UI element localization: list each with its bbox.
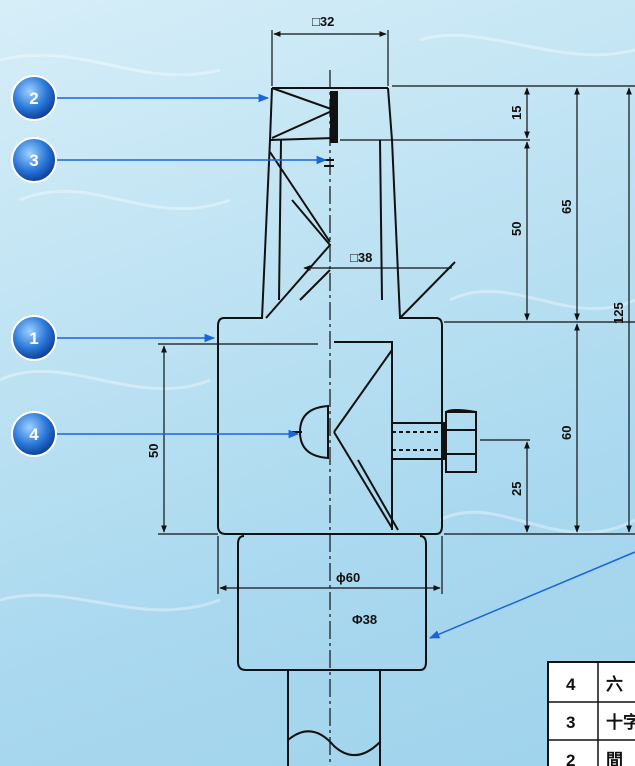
dim-dia-38: Φ38 [352, 612, 377, 627]
callout-3-number: 3 [29, 151, 38, 170]
callout-leaders [56, 93, 635, 639]
table-row: 3 十字 [566, 712, 635, 732]
dim-60: 60 [559, 426, 574, 440]
table-row-no: 4 [566, 675, 576, 694]
parts-table: 4 六 3 十字 2 間 [547, 661, 635, 766]
callout-1-number: 1 [29, 329, 38, 348]
dim-50-top: 50 [509, 222, 524, 236]
table-row-no: 3 [566, 713, 575, 732]
dim-65: 65 [559, 200, 574, 214]
dim-50-left: 50 [146, 444, 161, 458]
background-pattern [0, 33, 635, 612]
dim-15: 15 [509, 106, 524, 120]
lower-boss [237, 535, 427, 766]
table-row-name: 六 [606, 674, 623, 694]
table-row: 2 間 [566, 751, 623, 766]
callout-2: 2 [11, 75, 57, 121]
dim-dia-60: ϕ60 [336, 570, 360, 585]
callout-2-number: 2 [29, 89, 38, 108]
dim-25: 25 [509, 482, 524, 496]
upper-body [224, 87, 456, 319]
dim-top-square: □32 [312, 14, 334, 29]
hex-bolt [391, 409, 477, 473]
callout-1: 1 [11, 315, 57, 361]
ball-part [292, 404, 329, 460]
dim-125: 125 [611, 302, 626, 324]
table-row-name: 間 [606, 751, 623, 766]
table-row-name: 十字 [606, 712, 635, 732]
table-row-no: 2 [566, 751, 575, 766]
main-body [217, 317, 443, 535]
table-row: 4 六 [566, 674, 623, 694]
callout-3: 3 [11, 137, 57, 183]
dim-mid-square: □38 [350, 250, 372, 265]
dimension-labels: □32 □38 15 50 65 125 60 25 50 ϕ60 Φ38 [146, 14, 626, 627]
callout-4-number: 4 [29, 425, 39, 444]
dimension-lines [158, 30, 635, 594]
callout-4: 4 [11, 411, 57, 457]
